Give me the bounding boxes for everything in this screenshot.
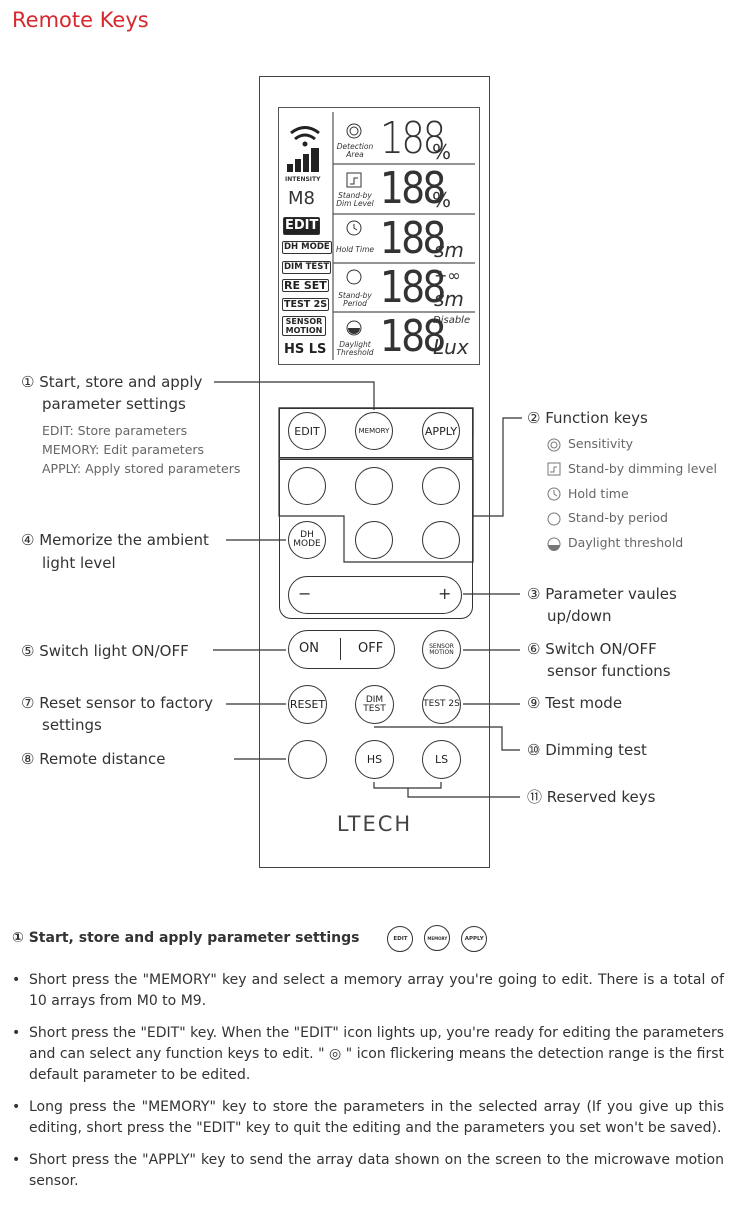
section-title-text: ① Start, store and apply parameter setti…	[12, 930, 360, 947]
lcd-digits: 188	[380, 113, 446, 164]
legend-standby-dim: Stand-by dimming level	[568, 460, 717, 476]
hs-button[interactable]: HS	[355, 740, 394, 779]
lcd-infinity: +∞	[434, 266, 461, 285]
intensity-label: INTENSITY	[285, 176, 321, 183]
legend-sensitivity: Sensitivity	[568, 436, 634, 451]
callout-1-sub: APPLY: Apply stored parameters	[42, 461, 241, 476]
hs-ls-tag: HS LS	[284, 342, 327, 357]
plus-button[interactable]: +	[438, 584, 452, 603]
on-off-rocker[interactable]	[288, 630, 395, 669]
callout-4-line2: light level	[42, 554, 116, 572]
dim-test-button[interactable]: DIM TEST	[355, 685, 394, 724]
edit-group-frame	[279, 408, 473, 458]
list-item: •Long press the "MEMORY" key to store th…	[12, 1099, 724, 1136]
list-item: •Short press the "APPLY" key to send the…	[12, 1152, 724, 1189]
memory-mini-icon: MEMORY	[424, 925, 451, 951]
sensitivity-icon	[346, 123, 362, 139]
edit-tag: EDIT	[283, 217, 321, 235]
callout-7-line2: settings	[42, 716, 102, 734]
lcd-disable: Disable	[433, 315, 471, 326]
wifi-icon	[290, 126, 320, 141]
remote-distance-button[interactable]	[288, 740, 327, 779]
callout-6: ⑥ Switch ON/OFF	[527, 640, 657, 658]
memory-indicator: M8	[288, 188, 315, 209]
clock-icon	[346, 220, 362, 236]
apply-button[interactable]: APPLY	[422, 412, 460, 450]
ls-button[interactable]: LS	[422, 740, 461, 779]
off-button[interactable]: OFF	[358, 641, 384, 656]
list-item: •Short press the "MEMORY" key and select…	[12, 972, 724, 1009]
callout-1-sub: MEMORY: Edit parameters	[42, 442, 205, 457]
lcd-unit: Lux	[433, 335, 469, 359]
test-2s-button[interactable]: TEST 2S	[422, 685, 461, 724]
hold-time-button[interactable]	[422, 467, 460, 505]
test-2s-tag: TEST 2S	[282, 298, 330, 311]
standby-period-button[interactable]	[355, 521, 393, 559]
daylight-threshold-button[interactable]	[422, 521, 460, 559]
lcd-digits: 188	[380, 213, 446, 264]
lcd-screen	[278, 107, 480, 365]
callout-1: ① Start, store and apply	[21, 373, 203, 391]
dim-test-tag: DIM TEST	[282, 261, 332, 274]
callout-4: ④ Memorize the ambient	[21, 531, 209, 549]
apply-mini-icon: APPLY	[461, 925, 488, 952]
hold-time-label: Hold Time	[335, 245, 375, 254]
legend-daylight: Daylight threshold	[568, 535, 684, 551]
reset-button[interactable]: RESET	[288, 685, 327, 724]
edit-mini-icon: EDIT	[387, 925, 414, 952]
dh-mode-tag: DH MODE	[282, 241, 332, 254]
detection-area-label: Detection Area	[336, 142, 374, 159]
callout-1-sub: EDIT: Store parameters	[42, 423, 188, 438]
function-group-frame	[279, 459, 473, 619]
callout-3: ③ Parameter vaules	[527, 585, 677, 603]
dim-level-icon	[346, 172, 362, 188]
callout-3-line2: up/down	[547, 607, 612, 625]
lcd-unit: %	[432, 188, 452, 212]
lcd-digits: 188	[380, 262, 446, 313]
callout-8: ⑧ Remote distance	[21, 750, 166, 768]
dh-mode-button[interactable]: DH MODE	[288, 521, 326, 559]
period-icon	[346, 269, 362, 285]
reset-tag: RE SET	[282, 279, 329, 292]
legend-hold-time: Hold time	[568, 485, 629, 501]
remote-body	[259, 76, 490, 868]
callout-11: ⑪ Reserved keys	[527, 788, 656, 806]
sensitivity-button[interactable]	[288, 467, 326, 505]
callout-9: ⑨ Test mode	[527, 694, 623, 712]
standby-dim-label: Stand-by Dim Level	[336, 191, 374, 208]
memory-button[interactable]: MEMORY	[355, 412, 393, 450]
lcd-unit: %	[432, 140, 452, 164]
sensor-motion-button[interactable]: SENSOR MOTION	[422, 630, 461, 669]
signal-bars-icon	[287, 148, 319, 172]
daylight-icon	[346, 320, 362, 336]
callout-6-line2: sensor functions	[547, 662, 671, 680]
sensor-motion-tag: SENSOR MOTION	[282, 316, 326, 336]
lcd-digits: 188	[380, 163, 446, 214]
lcd-digits: 188	[380, 311, 446, 362]
standby-period-label: Stand-by Period	[338, 291, 372, 308]
on-off-divider	[340, 638, 341, 660]
legend-standby-period: Stand-by period	[568, 510, 668, 526]
minus-button[interactable]: −	[298, 584, 312, 603]
value-updown-rocker[interactable]	[288, 576, 462, 614]
lcd-unit: sm	[434, 287, 464, 311]
function-keys-legend: Sensitivity Stand-by dimming level Hold …	[548, 432, 717, 556]
list-item: •Short press the "EDIT" key. When the "E…	[12, 1025, 724, 1083]
page-title: Remote Keys	[12, 8, 149, 32]
callout-2: ② Function keys	[527, 409, 648, 427]
standby-dim-button[interactable]	[355, 467, 393, 505]
edit-button[interactable]: EDIT	[288, 412, 326, 450]
daylight-threshold-label: Daylight Threshold	[336, 340, 374, 357]
ltech-logo: LTECH	[336, 812, 413, 836]
bullet-list: •Short press the "MEMORY" key and select…	[12, 970, 724, 1203]
lcd-unit: sm	[434, 238, 464, 262]
section-title: ① Start, store and apply parameter setti…	[12, 925, 488, 952]
on-button[interactable]: ON	[299, 641, 319, 656]
callout-5: ⑤ Switch light ON/OFF	[21, 642, 189, 660]
callout-1-line2: parameter settings	[42, 395, 186, 413]
callout-7: ⑦ Reset sensor to factory	[21, 694, 214, 712]
callout-10: ⑩ Dimming test	[527, 741, 647, 759]
